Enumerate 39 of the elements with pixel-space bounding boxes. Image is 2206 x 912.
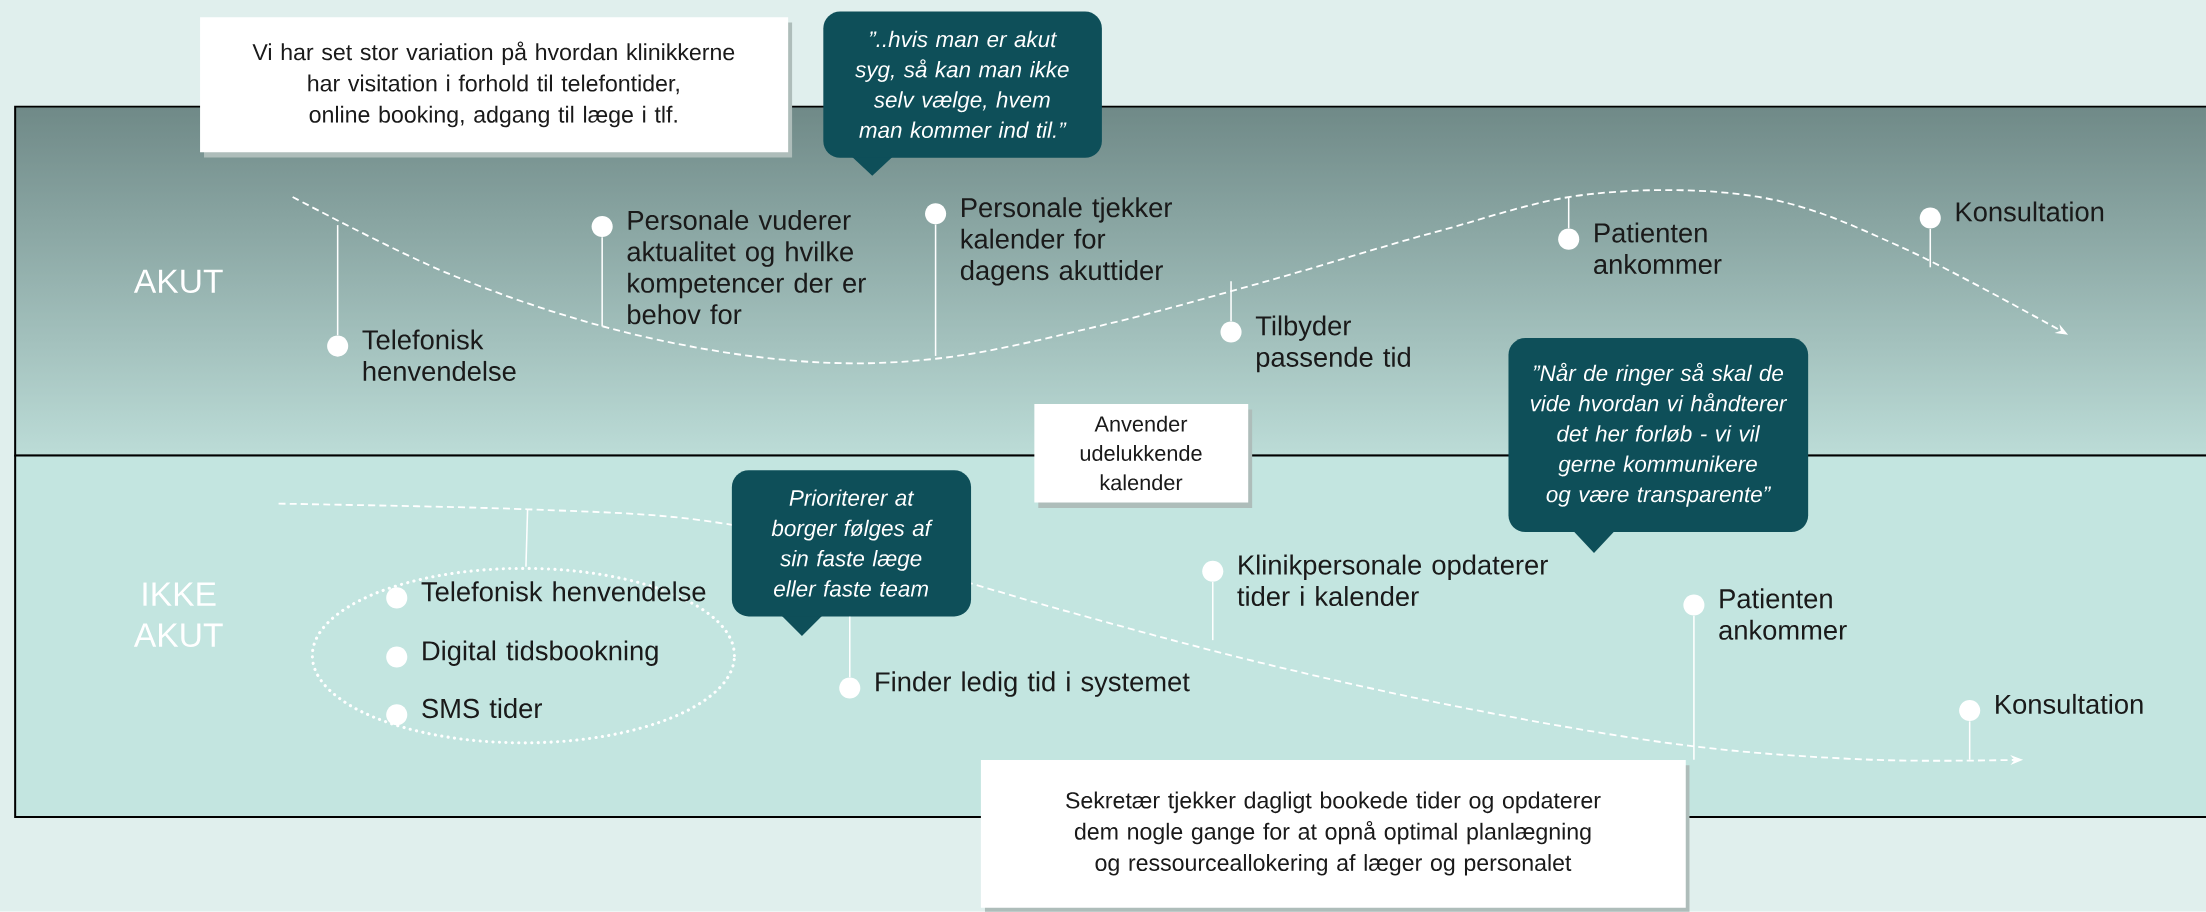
node-label: Patienten ankommer — [1719, 588, 1847, 641]
journey-step: Digital tidsbookning — [386, 640, 658, 668]
node-label: SMS tider — [422, 698, 542, 719]
leader-line — [1968, 720, 1971, 761]
journey-step: Tilbyder passende tid — [1220, 315, 1410, 373]
node-label: Konsultation — [1956, 201, 2104, 222]
journey-step: Telefonisk henvendelse — [386, 581, 706, 609]
speech-bubble: Prioriterer at borger følges af sin faste læge eller faste team — [731, 470, 972, 637]
leader-line — [849, 616, 851, 679]
speech-bubble: ”Når de ringer så skal de vide hvordan vi håndterer det her forløb - vi vil gerne kommunikere og være transparente” — [1508, 338, 1809, 554]
paper-note: Sekretær tjekker dagligt bookede tider og opdaterer dem nogle gange for at opnå optimal planlægning og ressourceallokering af læger og personalet — [980, 760, 1690, 912]
node-label: Telefonisk henvendelse — [421, 581, 706, 602]
leader-line — [1693, 615, 1695, 761]
journey-step: Konsultation — [1959, 694, 2143, 722]
journey-step: Personale vuderer aktualitet og hvilke kompetencer der er behov for — [591, 210, 866, 325]
leader-line — [934, 224, 937, 357]
node-label: Tilbyder passende tid — [1255, 315, 1410, 373]
journey-step: SMS tider — [386, 698, 542, 726]
leader-line — [1230, 280, 1232, 323]
journey-step: Klinikpersonale opdaterer tider i kalender — [1202, 554, 1548, 607]
speech-bubble: ”..hvis man er akut syg, så kan man ikke selv vælge, hvem man kommer ind til.” — [823, 11, 1102, 177]
leader-line — [336, 224, 339, 337]
leader-line — [601, 236, 603, 328]
leader-line — [1929, 228, 1932, 269]
paper-note: Vi har set stor variation på hvordan klinikkerne har visitation i forhold til telefontider, online booking, adgang til læge i tlf. — [200, 17, 793, 158]
journey-step: Finder ledig tid i systemet — [839, 671, 1190, 699]
leader-line — [525, 508, 529, 568]
journey-step: Patienten ankommer — [1558, 222, 1722, 275]
node-label: Konsultation — [1996, 694, 2143, 715]
leader-line — [1212, 581, 1214, 642]
node-label: Patienten ankommer — [1594, 222, 1722, 275]
journey-step: Personale tjekker kalender for dagens akuttider — [925, 197, 1172, 286]
leader-line — [1567, 196, 1570, 230]
node-label: Telefonisk henvendelse — [362, 329, 516, 382]
journey-step: Telefonisk henvendelse — [327, 329, 516, 382]
journey-step: Patienten ankommer — [1683, 588, 1847, 641]
journey-step: Konsultation — [1919, 201, 2104, 229]
node-label: Digital tidsbookning — [423, 640, 658, 667]
paper-note: Anvender udelukkende kalender — [1034, 404, 1253, 509]
